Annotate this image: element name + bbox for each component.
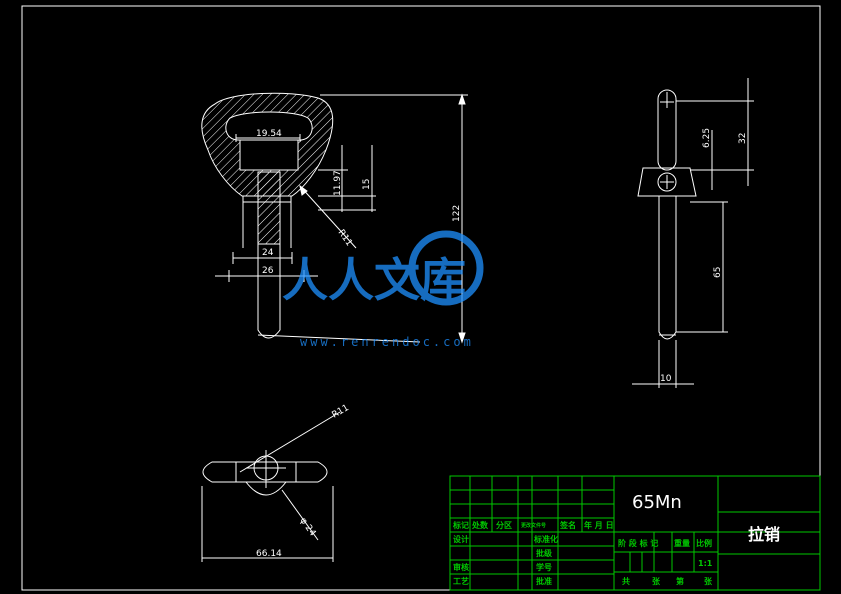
dim-r11-top: R11 bbox=[331, 403, 351, 421]
dim-32: 32 bbox=[738, 133, 748, 144]
label-review: 审核 bbox=[453, 562, 469, 572]
header-count: 处数 bbox=[471, 520, 489, 530]
dim-r11-front: R11 bbox=[336, 228, 354, 248]
label-process: 工艺 bbox=[453, 576, 469, 586]
dim-10: 10 bbox=[660, 374, 672, 384]
label-design: 设计 bbox=[453, 534, 469, 544]
dim-24: 24 bbox=[262, 248, 274, 258]
title-block-lines bbox=[449, 475, 821, 591]
watermark: 人人文库 www.renrendoc.com bbox=[282, 230, 484, 349]
dim-26: 26 bbox=[262, 266, 274, 276]
watermark-logo-icon bbox=[408, 230, 484, 306]
label-stage-mark: 阶 段 标 记 bbox=[618, 538, 658, 548]
scale-value: 1:1 bbox=[698, 559, 713, 568]
title-block: 65Mn 拉销 标记 处数 分区 更改文件号 签名 年 月 日 设计 审核 工艺… bbox=[452, 492, 780, 586]
label-student-id: 学号 bbox=[536, 562, 552, 572]
header-change-doc: 更改文件号 bbox=[521, 522, 546, 529]
label-grade: 批级 bbox=[536, 548, 553, 558]
dim-65: 65 bbox=[713, 267, 723, 278]
part-name: 拉销 bbox=[748, 525, 780, 544]
dim-122: 122 bbox=[452, 205, 462, 222]
sheet-index-label: 第 bbox=[676, 576, 684, 586]
sheet-total-label: 共 bbox=[622, 576, 630, 586]
dim-6-25: 6.25 bbox=[702, 128, 712, 148]
side-view bbox=[632, 78, 754, 388]
dim-15: 15 bbox=[362, 179, 372, 190]
dim-19-54: 19.54 bbox=[256, 129, 282, 139]
material-label: 65Mn bbox=[632, 492, 682, 513]
header-zone: 分区 bbox=[496, 520, 512, 530]
label-standardization: 标准化 bbox=[533, 534, 558, 544]
sheet-unit-label-1: 张 bbox=[652, 577, 661, 586]
label-approval: 批准 bbox=[536, 576, 552, 586]
header-signature: 签名 bbox=[559, 520, 576, 530]
watermark-text: 人人文库 bbox=[282, 253, 466, 307]
drawing-border bbox=[21, 5, 821, 591]
header-mark: 标记 bbox=[452, 520, 469, 530]
dim-11-97: 11.97 bbox=[333, 170, 343, 196]
sheet-unit-label-2: 张 bbox=[704, 577, 713, 586]
label-scale: 比例 bbox=[696, 538, 712, 548]
watermark-url: www.renrendoc.com bbox=[300, 335, 474, 349]
label-weight: 重量 bbox=[674, 538, 690, 548]
dim-66-14: 66.14 bbox=[256, 549, 282, 559]
front-view bbox=[201, 92, 468, 344]
header-date: 年 月 日 bbox=[584, 520, 614, 530]
top-view bbox=[201, 411, 341, 562]
